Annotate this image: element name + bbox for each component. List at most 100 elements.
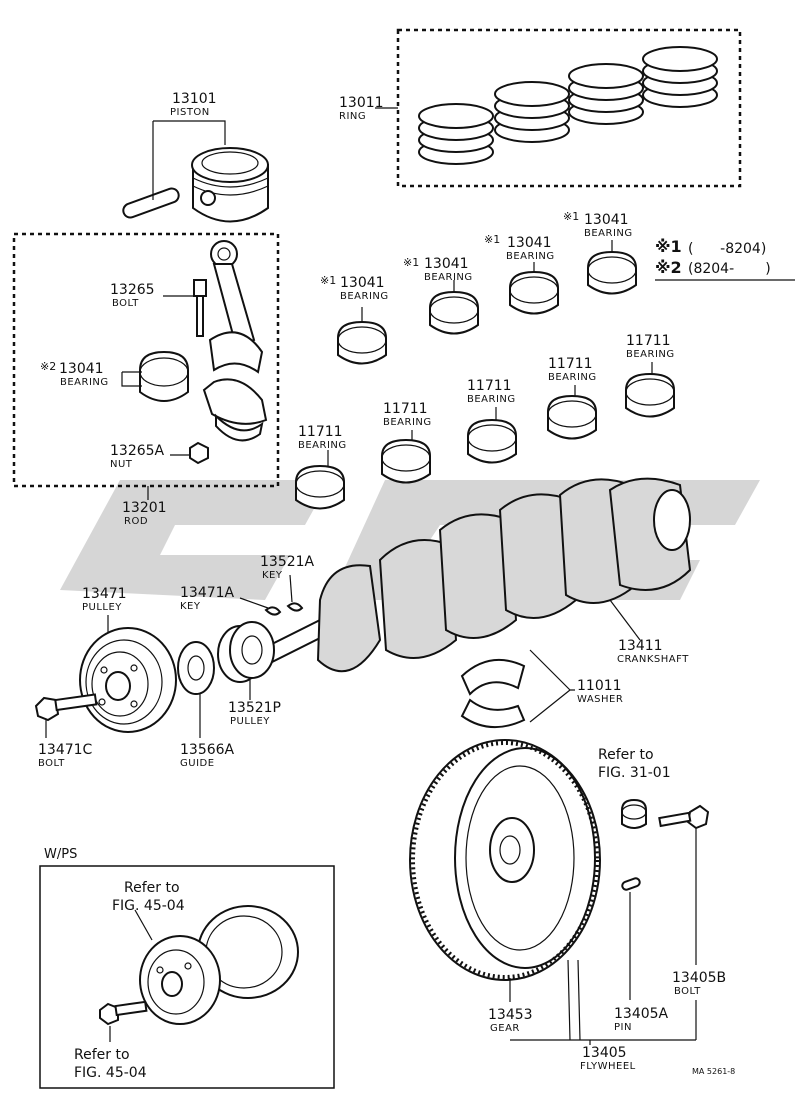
fig45a-ref-line1: Refer to: [124, 880, 180, 896]
conrod-bearing-2: [429, 290, 479, 335]
rod-bolt-drawing: [193, 279, 207, 337]
key-2-part-name: KEY: [180, 601, 201, 612]
main-bearing-2: [381, 438, 431, 484]
key-drawing-1: [286, 602, 304, 612]
ps-pulley-drawing: [139, 905, 299, 1025]
main-bearing-1: [295, 464, 345, 510]
gear-part-name: GEAR: [490, 1023, 520, 1034]
legend-row1-range: ( -8204): [688, 241, 766, 257]
key-1-part-number: 13521A: [260, 554, 315, 570]
main-bearing-5: [625, 372, 675, 418]
fig31-ref-line1: Refer to: [598, 747, 654, 763]
flywheel-part-name: FLYWHEEL: [580, 1061, 636, 1072]
washer-part-number: 11011: [577, 678, 622, 694]
rod-nut-drawing: [189, 441, 209, 465]
main-bearing-3-part-name: BEARING: [467, 394, 516, 405]
fig45a-leader: [134, 909, 153, 941]
gear-part-number: 13453: [488, 1007, 533, 1023]
timing-pulley-part-number: 13521P: [228, 700, 281, 716]
conrod-bearing-1-part-name: BEARING: [340, 291, 389, 302]
piston-part-number: 13101: [172, 91, 217, 107]
legend-row2-mark: ※2: [655, 258, 682, 277]
main-bearing-3: [467, 418, 517, 464]
main-bearing-4-part-name: BEARING: [548, 372, 597, 383]
crank-pulley-drawing: [79, 627, 177, 733]
flywheel-ring-gear-drawing: [411, 741, 599, 979]
pin-part-name: PIN: [614, 1022, 632, 1033]
piston-ring-set-1: [418, 103, 494, 165]
conrod-bearing-4-mark: ※1: [563, 210, 579, 223]
flywheel-drawing: [409, 739, 601, 981]
piston-leader: [152, 120, 226, 200]
crankshaft-part-name: CRANKSHAFT: [617, 654, 689, 665]
crankshaft-part-number: 13411: [618, 638, 663, 654]
legend-row2-range: (8204- ): [688, 261, 771, 277]
piston-ring-set-2: [494, 81, 570, 143]
timing-pulley-part-name: PULLEY: [230, 716, 270, 727]
guide-part-name: GUIDE: [180, 758, 215, 769]
crank-pulley-part-number: 13471: [82, 586, 127, 602]
conrod-bearing-3-part-name: BEARING: [506, 251, 555, 262]
thrust-washer-drawing: [460, 659, 526, 729]
fig31-ref-line2[interactable]: FIG. 31-01: [598, 765, 671, 781]
conrod-bearing-2-part-name: BEARING: [424, 272, 473, 283]
conrod-bearing-3-part-number: 13041: [507, 235, 552, 251]
main-bearing-3-part-number: 11711: [467, 378, 512, 394]
guide-washer-drawing: [177, 641, 215, 695]
washer-leader: [529, 649, 575, 723]
key-1-leader: [289, 574, 293, 603]
washer-part-name: WASHER: [577, 694, 623, 705]
rod-nut-part-name: NUT: [110, 459, 133, 470]
rod-bearing-leader: [121, 371, 142, 387]
wps-box: [39, 865, 335, 1089]
rod-nut-part-number: 13265A: [110, 443, 165, 459]
conrod-bearing-3: [509, 270, 559, 315]
pulley-bolt-part-name: BOLT: [38, 758, 65, 769]
rod-bearing-part-number: 13041: [59, 361, 104, 377]
main-bearing-4-part-number: 11711: [548, 356, 593, 372]
crankshaft-drawing: [255, 477, 692, 673]
dowel-pin-drawing: [621, 877, 641, 891]
ring-part-name: RING: [339, 111, 366, 122]
pulley-bolt-drawing: [34, 693, 98, 722]
date-range-legend: ※1 ( -8204) ※2 (8204- ): [655, 237, 795, 281]
main-bearing-1-part-name: BEARING: [298, 440, 347, 451]
pilot-bearing-drawing: [621, 798, 647, 829]
main-bearing-2-part-number: 11711: [383, 401, 428, 417]
crank-pulley-part-name: PULLEY: [82, 602, 122, 613]
key-drawing-2: [264, 606, 282, 616]
piston-part-name: PISTON: [170, 107, 210, 118]
ring-set-box: [396, 28, 742, 188]
piston-drawing: [122, 147, 269, 223]
flywheel-bolt-drawing: [658, 804, 710, 830]
connecting-rod-box: [12, 232, 280, 488]
rod-bearing-drawing: [139, 350, 189, 402]
flywheel-leader: [510, 959, 697, 1045]
fig45b-ref-line1: Refer to: [74, 1047, 130, 1063]
main-bearing-1-part-number: 11711: [298, 424, 343, 440]
pin-part-number: 13405A: [614, 1006, 669, 1022]
key-2-leader: [239, 597, 269, 609]
flywheel-bolt-part-number: 13405B: [672, 970, 726, 986]
conrod-bearing-2-mark: ※1: [403, 256, 419, 269]
conrod-bearing-1-mark: ※1: [320, 274, 336, 287]
piston-ring-set-4: [642, 46, 718, 108]
conrod-bearing-4-part-number: 13041: [584, 212, 629, 228]
rod-part-name: ROD: [124, 516, 148, 527]
ps-bolt-drawing: [99, 1000, 148, 1026]
main-bearing-4: [547, 394, 597, 440]
rod-part-number: 13201: [122, 500, 167, 516]
conrod-bearing-4-part-name: BEARING: [584, 228, 633, 239]
pulley-bolt-part-number: 13471C: [38, 742, 93, 758]
conrod-bearing-1: [337, 320, 387, 365]
legend-row1-mark: ※1: [655, 237, 682, 256]
flywheel-bolt-part-name: BOLT: [674, 986, 701, 997]
conrod-bearing-1-part-number: 13041: [340, 275, 385, 291]
key-1-part-name: KEY: [262, 570, 283, 581]
fig45a-ref-line2[interactable]: FIG. 45-04: [112, 898, 185, 914]
fig45b-ref-line2[interactable]: FIG. 45-04: [74, 1065, 147, 1081]
rod-bolt-part-name: BOLT: [112, 298, 139, 309]
catalog-code: MA 5261-8: [692, 1067, 735, 1076]
